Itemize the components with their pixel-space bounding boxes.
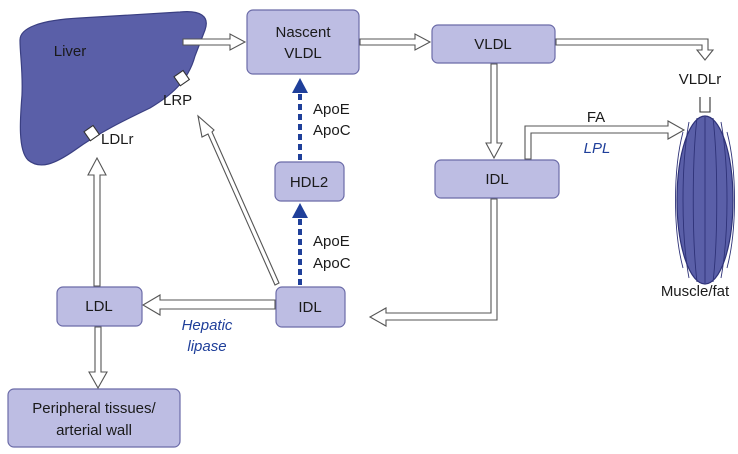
- upper-apoc-label: ApoC: [313, 122, 351, 139]
- idl-center-label: IDL: [298, 299, 321, 316]
- lrp-receptor: [173, 69, 191, 87]
- arrow-liver-to-nascent-vldl: [182, 33, 247, 51]
- arrow-vldl-to-idl: [485, 63, 503, 160]
- hepatic-lipase-label-1: Hepatic: [182, 317, 233, 334]
- liver: Liver: [19, 11, 207, 166]
- lpl-label: LPL: [584, 140, 611, 157]
- vldl-label: VLDL: [474, 36, 512, 53]
- ldlr-liver-receptor: [83, 124, 101, 142]
- lower-apoc-label: ApoC: [313, 255, 351, 272]
- ldlr-label: LDLr: [101, 131, 134, 148]
- liver-label: Liver: [54, 43, 87, 60]
- liver-shape: [19, 11, 207, 166]
- ldl-label: LDL: [85, 298, 113, 315]
- arrow-idl-to-lrp: [197, 114, 280, 286]
- arrow-idl-right-to-idl-center: [368, 198, 498, 327]
- vldlr-label: VLDLr: [679, 71, 722, 88]
- dashed-arrowhead-upper: [292, 78, 308, 93]
- peripheral-label-1: Peripheral tissues/: [32, 400, 156, 417]
- idl-center-box: IDL: [275, 286, 346, 328]
- idl-right-label: IDL: [485, 171, 508, 188]
- arrow-vldl-to-vldlr: [555, 38, 715, 61]
- arrow-idl-to-ldl: [141, 294, 276, 316]
- vldlr-receptor: [699, 97, 711, 113]
- lower-apoe-label: ApoE: [313, 233, 350, 250]
- arrow-ldl-to-ldlr: [87, 156, 107, 287]
- hepatic-lipase-label-2: lipase: [187, 338, 226, 355]
- arrow-ldl-to-peripheral: [88, 326, 108, 390]
- muscle-fat-label: Muscle/fat: [661, 283, 730, 300]
- ldl-box: LDL: [56, 286, 143, 327]
- nascent-vldl-label-1: Nascent: [275, 24, 331, 41]
- hdl2-label: HDL2: [290, 174, 328, 191]
- nascent-vldl-label-2: VLDL: [284, 45, 322, 62]
- peripheral-label-2: arterial wall: [56, 422, 132, 439]
- muscle-fat: Muscle/fat: [661, 115, 735, 300]
- hdl2-box: HDL2: [274, 161, 345, 202]
- lrp-label: LRP: [163, 92, 192, 109]
- upper-apoe-label: ApoE: [313, 101, 350, 118]
- fa-label: FA: [587, 109, 605, 126]
- muscle-fibers: [675, 117, 735, 283]
- arrow-fa-to-muscle: [524, 120, 686, 160]
- idl-right-box: IDL: [434, 159, 560, 199]
- nascent-vldl-box: Nascent VLDL: [246, 9, 360, 75]
- peripheral-tissues-box: Peripheral tissues/ arterial wall: [7, 388, 181, 448]
- dashed-arrowhead-lower: [292, 203, 308, 218]
- vldl-box: VLDL: [431, 24, 556, 64]
- arrow-nascent-to-vldl: [359, 33, 432, 51]
